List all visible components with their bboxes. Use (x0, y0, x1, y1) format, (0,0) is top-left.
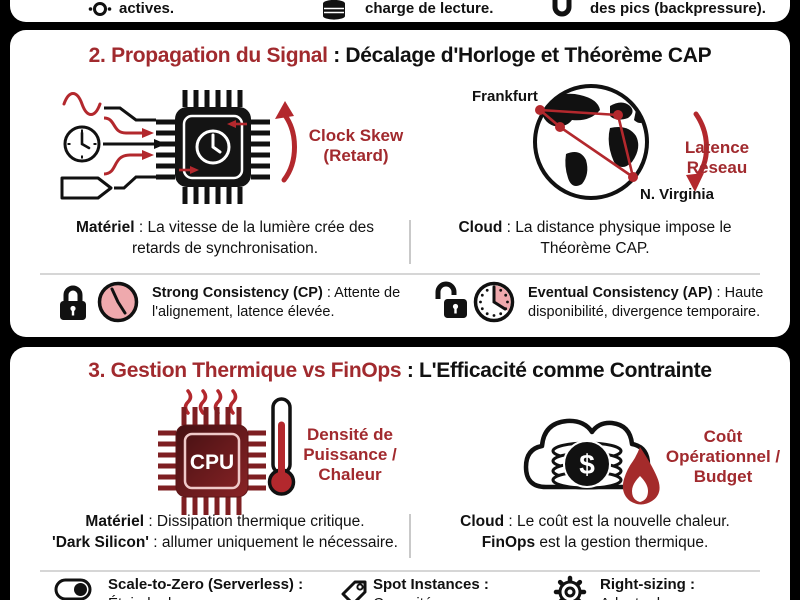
microchip-icon (156, 90, 270, 204)
row-divider (40, 273, 760, 275)
flame-icon (622, 447, 660, 505)
latency-arrow (686, 111, 709, 192)
strip-item-label: actives. (119, 0, 175, 17)
strip-item-label: des pics (backpressure). (590, 0, 766, 17)
section3-card: 3. Gestion Thermique vs FinOps : L'Effic… (10, 347, 790, 600)
dollar-symbol: $ (579, 449, 595, 480)
thermometer-icon (267, 397, 296, 496)
signal-traces (103, 106, 166, 190)
tag-icon (341, 580, 367, 600)
footer-item-title: Scale-to-Zero (Serverless) : (108, 576, 304, 593)
city-label-frankfurt: Frankfurt (472, 88, 538, 105)
section3-title-rest: : L'Efficacité comme Contrainte (401, 359, 712, 382)
cpu-heat-illustration: CPU (158, 389, 296, 515)
section2-card: 2. Propagation du Signal : Décalage d'Ho… (10, 30, 790, 337)
section3-title: 3. Gestion Thermique vs FinOps : L'Effic… (10, 359, 790, 383)
section2-title-rest: : Décalage d'Horloge et Théorème CAP (327, 44, 712, 67)
cpu-chip-label: CPU (190, 451, 234, 474)
node-icon (88, 2, 112, 16)
strip-item-label: charge de lecture. (365, 0, 494, 17)
footer-item-desc: Adapter la (600, 595, 668, 600)
latency-label: Latence Réseau (684, 138, 750, 178)
footer-item-title: Spot Instances : (373, 576, 489, 593)
clock-full-pink-icon (97, 281, 139, 323)
row-divider (40, 570, 760, 572)
hw-description: Matériel : La vitesse de la lumière crée… (75, 219, 375, 257)
globe-icon (533, 84, 649, 200)
section2-title-accent: 2. Propagation du Signal (88, 44, 328, 67)
sine-wave-icon (62, 92, 102, 116)
globe-latency-illustration (533, 84, 709, 200)
section3-title-accent: 3. Gestion Thermique vs FinOps (88, 359, 402, 382)
tag-icon (60, 176, 113, 200)
lock-closed-icon (60, 285, 86, 320)
column-divider (409, 220, 411, 264)
lock-open-icon (435, 281, 467, 318)
hw-description: Matériel : Dissipation thermique critiqu… (52, 513, 398, 551)
strip-card: actives. charge de lecture. des pics (ba… (10, 0, 790, 22)
coin-stack-icon: $ (551, 440, 623, 490)
meter-icon (552, 0, 572, 17)
footer-item-desc: Capacité (373, 595, 432, 600)
power-density-label: Densité de Puissance / Chaleur (303, 425, 397, 485)
cost-budget-label: Coût Opérationnel / Budget (665, 427, 781, 487)
wall-clock-icon (63, 125, 101, 163)
cpu-chip-icon: CPU (158, 407, 266, 515)
footer-item-desc: Éteindre les (108, 595, 187, 600)
network-links (535, 105, 638, 182)
cloud-cost-illustration: $ (523, 418, 660, 505)
clock-skew-label: Clock Skew (Retard) (308, 126, 404, 166)
footer-item-title: Right-sizing : (600, 576, 695, 593)
toggle-icon (54, 578, 92, 600)
gear-icon (553, 575, 587, 600)
clock-wedge-pink-icon (473, 281, 515, 323)
consistency-ap-text: Eventual Consistency (AP) : Haute dispon… (528, 285, 764, 321)
city-label-nvirginia: N. Virginia (640, 186, 714, 203)
clock-skew-arrow (275, 101, 297, 183)
section2-title: 2. Propagation du Signal : Décalage d'Ho… (10, 44, 790, 68)
chip-clock-illustration (60, 90, 297, 204)
column-divider (409, 514, 411, 558)
cloud-description: Cloud : Le coût est la nouvelle chaleur.… (460, 513, 730, 551)
consistency-cp-text: Strong Consistency (CP) : Attente de l'a… (152, 285, 401, 321)
cloud-description: Cloud : La distance physique impose le T… (458, 219, 732, 257)
database-icon (323, 0, 345, 20)
